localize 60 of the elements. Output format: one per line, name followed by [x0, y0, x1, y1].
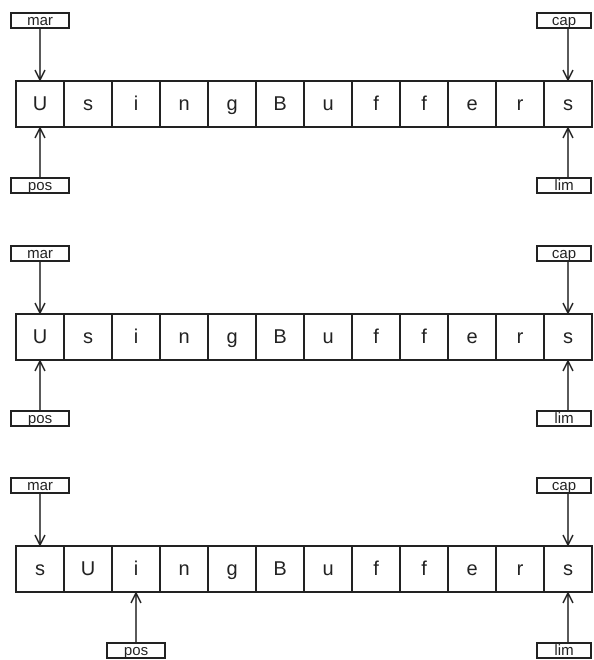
- buffer-cell: s: [543, 80, 593, 128]
- buffer-cell: f: [351, 80, 401, 128]
- buffer-cell: n: [159, 80, 209, 128]
- buffer-cell: s: [15, 545, 65, 593]
- buffer-cell: B: [255, 313, 305, 361]
- buffer-cell: r: [495, 80, 545, 128]
- arrow: [562, 29, 574, 81]
- pointer-label: pos: [10, 410, 70, 427]
- buffer-cell: n: [159, 313, 209, 361]
- arrow: [34, 127, 46, 177]
- buffer-cell: s: [63, 313, 113, 361]
- buffer-cell: f: [399, 313, 449, 361]
- arrow: [34, 494, 46, 546]
- buffer-cell: i: [111, 545, 161, 593]
- pointer-label: pos: [106, 642, 166, 659]
- buffer-cell: g: [207, 545, 257, 593]
- buffer-cell: u: [303, 313, 353, 361]
- buffer-cell: f: [351, 313, 401, 361]
- buffer-cell: f: [351, 545, 401, 593]
- buffer-cell: U: [63, 545, 113, 593]
- arrow: [34, 262, 46, 314]
- pointer-label: lim: [536, 642, 592, 659]
- buffer-cell: e: [447, 313, 497, 361]
- arrow: [130, 592, 142, 642]
- buffer-cell: B: [255, 545, 305, 593]
- buffer-cell: s: [543, 313, 593, 361]
- buffer-cell: r: [495, 545, 545, 593]
- arrow: [562, 494, 574, 546]
- buffer-cell: f: [399, 545, 449, 593]
- buffer-cell: s: [63, 80, 113, 128]
- pointer-label: mar: [10, 477, 70, 494]
- pointer-label: cap: [536, 245, 592, 262]
- buffer-cell: i: [111, 313, 161, 361]
- arrow: [562, 592, 574, 642]
- buffer-cell: u: [303, 80, 353, 128]
- buffer-cell: i: [111, 80, 161, 128]
- buffer-cell: e: [447, 545, 497, 593]
- pointer-label: cap: [536, 477, 592, 494]
- pointer-label: cap: [536, 12, 592, 29]
- buffer-cell: B: [255, 80, 305, 128]
- buffer-cell: g: [207, 80, 257, 128]
- buffer-cell: U: [15, 80, 65, 128]
- pointer-label: mar: [10, 245, 70, 262]
- pointer-label: mar: [10, 12, 70, 29]
- arrow: [562, 360, 574, 410]
- pointer-label: lim: [536, 177, 592, 194]
- pointer-label: lim: [536, 410, 592, 427]
- buffer-cell: U: [15, 313, 65, 361]
- buffer-cell: u: [303, 545, 353, 593]
- arrow: [34, 360, 46, 410]
- pointer-label: pos: [10, 177, 70, 194]
- buffer-cell: n: [159, 545, 209, 593]
- arrow: [562, 127, 574, 177]
- buffer-cell: f: [399, 80, 449, 128]
- buffer-cell: e: [447, 80, 497, 128]
- arrow: [34, 29, 46, 81]
- buffer-cell: g: [207, 313, 257, 361]
- buffer-cell: r: [495, 313, 545, 361]
- arrow: [562, 262, 574, 314]
- buffer-cell: s: [543, 545, 593, 593]
